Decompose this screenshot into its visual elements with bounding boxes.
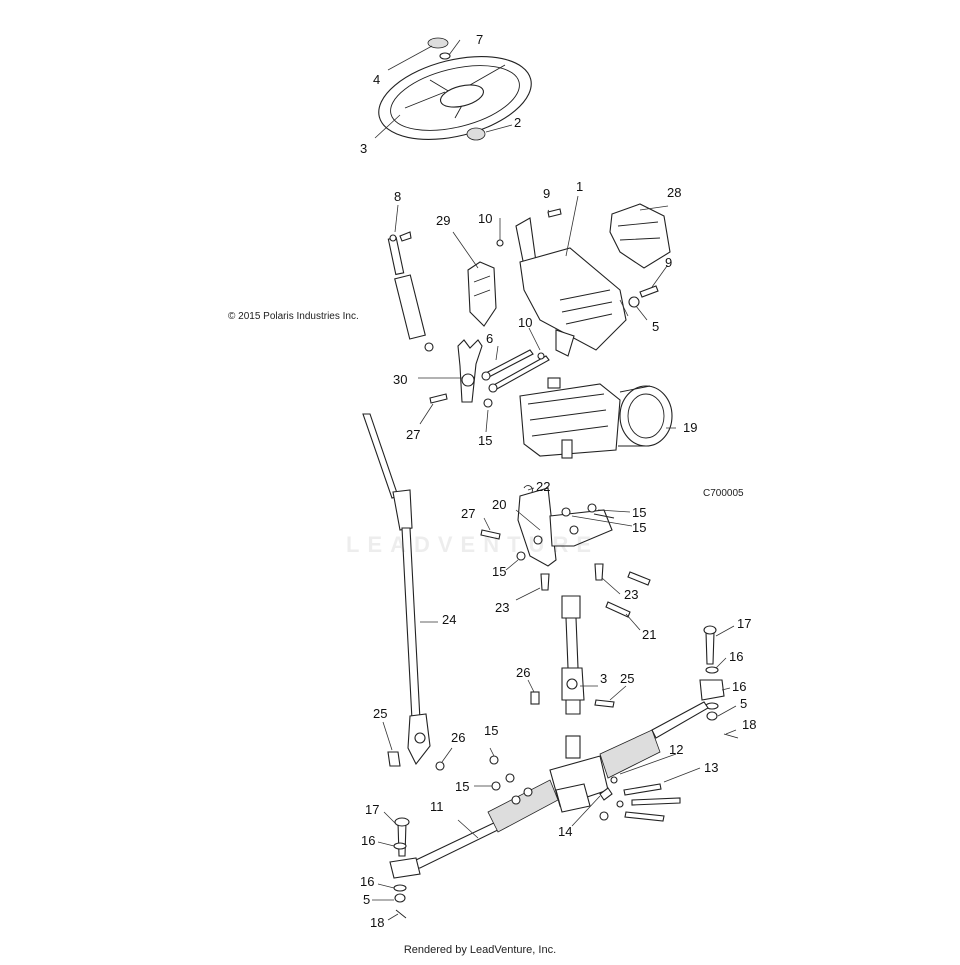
callout-label[interactable]: 27 — [406, 427, 421, 442]
callout-label[interactable]: 27 — [461, 506, 476, 521]
watermark: LEADVENTURE — [346, 532, 600, 557]
callout-label[interactable]: 29 — [436, 213, 451, 228]
callout-label[interactable]: 7 — [476, 32, 484, 47]
callout-label[interactable]: 16 — [732, 679, 747, 694]
steering-rack — [402, 701, 709, 869]
callout-label[interactable]: 16 — [360, 874, 375, 889]
callout-label[interactable]: 26 — [451, 730, 466, 745]
callout-label[interactable]: 23 — [624, 587, 639, 602]
callout-label[interactable]: 11 — [430, 799, 444, 814]
callout-label[interactable]: 6 — [486, 331, 494, 346]
callout-label[interactable]: 14 — [558, 824, 573, 839]
callout-label[interactable]: 15 — [484, 723, 499, 738]
callout-label[interactable]: 25 — [620, 671, 635, 686]
intermediate-shaft — [561, 595, 585, 715]
callout-label[interactable]: 15 — [632, 505, 647, 520]
callout-label[interactable]: 26 — [516, 665, 531, 680]
callout-label[interactable]: 17 — [365, 802, 380, 817]
callout-label[interactable]: 9 — [665, 255, 673, 270]
callout-label[interactable]: 2 — [514, 115, 522, 130]
callout-label[interactable]: 22 — [536, 479, 551, 494]
callout-label[interactable]: 17 — [737, 616, 752, 631]
callout-label[interactable]: 1 — [576, 179, 584, 194]
long-bolts — [481, 349, 550, 393]
callout-label[interactable]: 3 — [360, 141, 368, 156]
callout-label[interactable]: 5 — [652, 319, 660, 334]
bracket-29 — [467, 261, 497, 327]
callout-label[interactable]: 18 — [370, 915, 385, 930]
callout-label[interactable]: 5 — [740, 696, 748, 711]
column-mount — [515, 217, 627, 357]
callout-label[interactable]: 20 — [492, 497, 507, 512]
callout-label[interactable]: 10 — [518, 315, 533, 330]
gas-strut — [387, 231, 434, 352]
callout-label[interactable]: 15 — [492, 564, 507, 579]
callout-label[interactable]: 16 — [729, 649, 744, 664]
callout-label[interactable]: 25 — [373, 706, 388, 721]
cover-28 — [609, 203, 671, 269]
callout-label[interactable]: 19 — [683, 420, 698, 435]
callout-label[interactable]: 18 — [742, 717, 757, 732]
callout-label[interactable]: 24 — [442, 612, 457, 627]
callout-label[interactable]: 4 — [373, 72, 381, 87]
callout-label[interactable]: 10 — [478, 211, 493, 226]
callout-label[interactable]: 15 — [478, 433, 493, 448]
footer-credit: Rendered by LeadVenture, Inc. — [403, 944, 557, 956]
u-joint-30 — [457, 339, 483, 403]
copyright-text: © 2015 Polaris Industries Inc. — [228, 311, 359, 322]
callout-label[interactable]: 28 — [667, 185, 682, 200]
callout-label[interactable]: 12 — [669, 742, 684, 757]
steering-wheel — [378, 37, 532, 141]
callout-label[interactable]: 8 — [394, 189, 402, 204]
callout-label[interactable]: 5 — [363, 892, 371, 907]
callout-label[interactable]: 21 — [642, 627, 657, 642]
power-steering-unit — [519, 377, 673, 459]
callout-label[interactable]: 13 — [704, 760, 719, 775]
callout-label[interactable]: 30 — [393, 372, 408, 387]
steering-shaft-24 — [362, 413, 431, 766]
callout-label[interactable]: 15 — [632, 520, 647, 535]
callout-label[interactable]: 3 — [600, 671, 608, 686]
diagram-code: C700005 — [703, 488, 744, 499]
callout-label[interactable]: 16 — [361, 833, 376, 848]
callout-label[interactable]: 15 — [455, 779, 470, 794]
callout-label[interactable]: 9 — [543, 186, 551, 201]
callout-label[interactable]: 23 — [495, 600, 510, 615]
